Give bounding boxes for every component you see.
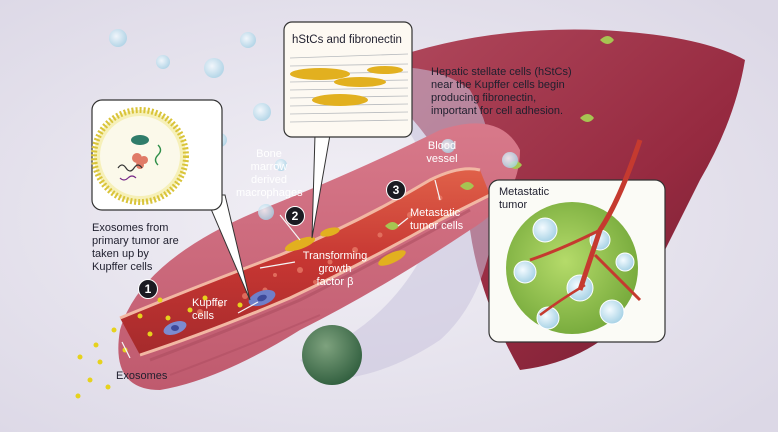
tissue-fold [169, 314, 321, 376]
kupffer-cells [163, 289, 276, 335]
callout-tumor-frame [488, 139, 666, 343]
label-hepatic-stellate: Hepatic stellate cells (hStCs) near the … [431, 66, 572, 117]
vessel-wall-bottom [139, 193, 491, 357]
tissue-fold [149, 208, 471, 362]
label-kupffer-cells: Kupffer cells [192, 297, 228, 322]
step-marker-1: 1 [138, 279, 158, 299]
callout-exosome-frame [91, 99, 251, 301]
floating-vesicles [109, 29, 518, 220]
label-metastatic-tumor: Metastatic tumor [499, 186, 550, 211]
stellate-cells [284, 227, 406, 266]
exosome-dots [75, 295, 243, 399]
blood-vessel [120, 168, 490, 355]
label-blood-vessel: Blood vessel [426, 140, 458, 165]
label-exosomes: Exosomes [116, 370, 168, 382]
leader-lines [121, 179, 441, 359]
step-marker-3: 3 [386, 180, 406, 200]
step-marker-2: 2 [285, 206, 305, 226]
callout-title: hStCs and fibronectin [292, 34, 402, 46]
callout-fibronectin-frame [283, 21, 413, 239]
label-tgf-beta: Transforming growth factor β [302, 250, 368, 288]
label-exosomes-uptake: Exosomes from primary tumor are taken up… [92, 222, 179, 273]
label-bone-marrow: Bone marrow derived macrophages [236, 148, 303, 199]
vessel-wall-top [119, 167, 481, 320]
blood-cells [197, 195, 443, 315]
green-sphere [302, 325, 362, 385]
label-metastatic-cells: Metastatic tumor cells [410, 207, 464, 232]
